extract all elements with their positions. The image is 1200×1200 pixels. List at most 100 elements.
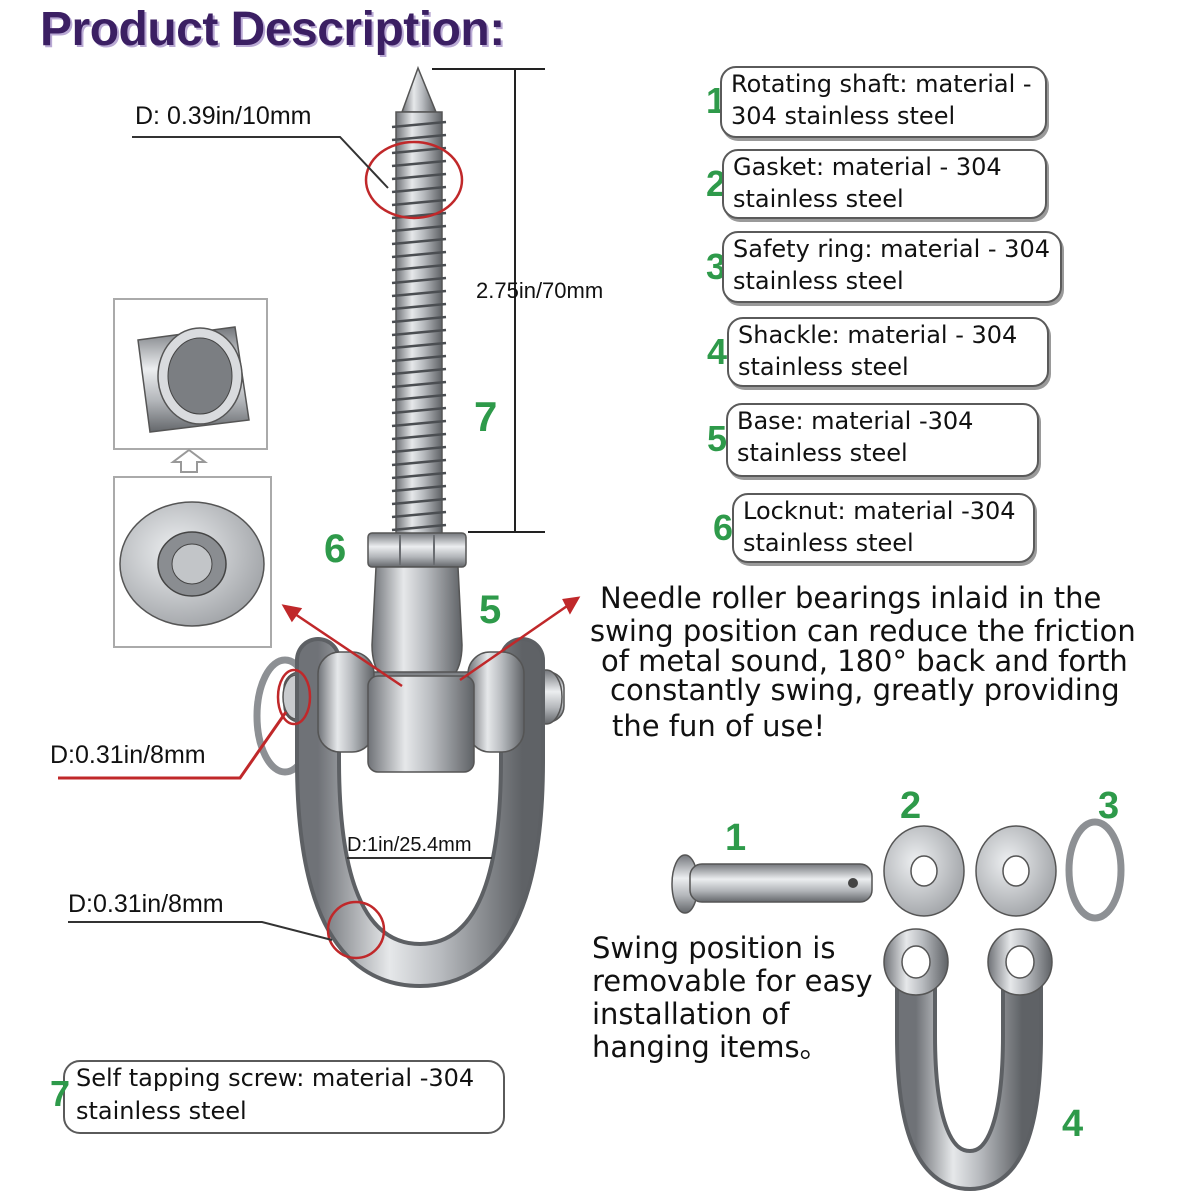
spec-line: Self tapping screw: material -304 — [76, 1064, 475, 1092]
callout-safety-ring: 3 — [1098, 785, 1120, 827]
self-tapping-screw — [391, 65, 447, 538]
spec-box-self-tapping-screw: Self tapping screw: material -304 stainl… — [76, 1062, 474, 1128]
thread-ridge — [391, 497, 447, 506]
spec-line: Shackle: material - 304 — [738, 321, 1018, 349]
screw-diameter-label: D: 0.39in/10mm — [135, 102, 312, 130]
dimension-leader-lines — [68, 136, 492, 941]
callout-pin: 1 — [725, 817, 747, 859]
thread-ridge — [391, 328, 447, 337]
thread-ridge — [391, 289, 447, 298]
spec-line: stainless steel — [733, 185, 904, 213]
spec-line: Rotating shaft: material - — [731, 70, 1032, 98]
spec7-frame — [63, 1060, 505, 1134]
thread-ridge — [391, 393, 447, 402]
callout-screw: 7 — [474, 393, 498, 440]
thread-ridge — [391, 523, 447, 532]
spec-line: Base: material -304 — [737, 407, 974, 435]
swing-text-line: Swing position is — [592, 931, 836, 965]
spec-number-2: 2 — [706, 163, 727, 204]
bearing-description: Needle roller bearings inlaid in the swi… — [590, 582, 1136, 743]
spec-number-7: 7 — [50, 1073, 71, 1114]
thread-ridge — [391, 276, 447, 285]
spec-box-locknut: Locknut: material -304 stainless steel — [732, 493, 1035, 563]
thread-ridge — [391, 185, 447, 194]
bearing-text-line: the fun of use! — [612, 709, 826, 743]
thread-ridge — [391, 198, 447, 207]
callout-shackle: 4 — [1062, 1103, 1084, 1145]
bearing-text-line: constantly swing, greatly providing — [610, 673, 1120, 707]
swing-text-line: hanging items。 — [592, 1030, 829, 1064]
spec-box-safety-ring: Safety ring: material - 304 stainless st… — [722, 231, 1062, 303]
spec-line: stainless steel — [733, 267, 904, 295]
exploded-safety-ring — [1065, 818, 1125, 922]
bearing-inset-bottom — [113, 476, 272, 648]
thread-ridge — [391, 120, 447, 129]
spec-line: Gasket: material - 304 — [733, 153, 1002, 181]
swing-text-line: installation of — [592, 997, 790, 1031]
thread-ridge — [391, 406, 447, 415]
swing-description: Swing position is removable for easy ins… — [592, 932, 873, 1064]
thread-ridge — [391, 445, 447, 454]
spec-number-6: 6 — [713, 507, 734, 548]
spec-number-3: 3 — [706, 246, 727, 287]
thread-ridge — [391, 172, 447, 181]
thread-ridge — [391, 419, 447, 428]
shackle-inner-diameter-label: D:1in/25.4mm — [347, 834, 472, 856]
screw-length-label: 2.75in/70mm — [476, 278, 604, 303]
bearing-housing — [367, 675, 475, 773]
spec-box-gasket: Gasket: material - 304 stainless steel — [722, 149, 1047, 219]
shackle — [295, 637, 545, 989]
spec-box-shackle: Shackle: material - 304 stainless steel — [727, 317, 1049, 387]
callout-locknut: 6 — [324, 527, 347, 571]
shackle-bar-diameter-label: D:0.31in/8mm — [68, 890, 224, 918]
thread-ridge — [391, 224, 447, 233]
thread-ridge — [391, 380, 447, 389]
exploded-gaskets — [883, 825, 1057, 917]
thread-ridge — [391, 471, 447, 480]
thread-ridge — [391, 432, 447, 441]
spec-line: 304 stainless steel — [731, 102, 956, 130]
red-highlight-circles — [276, 140, 464, 960]
thread-ridge — [391, 458, 447, 467]
callout-gasket: 2 — [900, 785, 922, 827]
bearing-text-line: swing position can reduce the friction — [590, 614, 1136, 648]
bearing-arrows — [281, 596, 581, 688]
thread-ridge — [391, 263, 447, 272]
thread-ridge — [391, 341, 447, 350]
spec-line: stainless steel — [737, 439, 908, 467]
thread-ridge — [391, 250, 447, 259]
exploded-pin — [671, 854, 873, 914]
pin-diameter-label: D:0.31in/8mm — [50, 741, 206, 769]
thread-ridge — [391, 133, 447, 142]
spec-number-5: 5 — [707, 418, 728, 459]
swing-text-line: removable for easy — [592, 964, 873, 998]
thread-ridge — [391, 159, 447, 168]
inset-arrow — [170, 448, 208, 473]
spec-line: Locknut: material -304 — [743, 497, 1016, 525]
thread-ridge — [391, 302, 447, 311]
screw-length-dimension-line — [432, 68, 545, 533]
thread-ridge — [391, 237, 447, 246]
exploded-shackle — [883, 928, 1053, 1192]
thread-ridge — [391, 484, 447, 493]
locknut — [367, 532, 467, 568]
pin-diameter-leader — [58, 711, 288, 780]
spec-line: stainless steel — [76, 1097, 247, 1125]
spec-line: stainless steel — [738, 353, 909, 381]
thread-ridge — [391, 354, 447, 363]
callout-base: 5 — [479, 588, 502, 632]
spec-box-rotating-shaft: Rotating shaft: material - 304 stainless… — [720, 66, 1047, 138]
bearing-inset-top — [113, 298, 268, 450]
thread-ridge — [391, 315, 447, 324]
spec-line: stainless steel — [743, 529, 914, 557]
thread-ridge — [391, 510, 447, 519]
bearing-text-line: Needle roller bearings inlaid in the — [600, 581, 1102, 615]
thread-ridge — [391, 367, 447, 376]
bearing-text-line: of metal sound, 180° back and forth — [601, 644, 1128, 678]
spec-box-base: Base: material -304 stainless steel — [726, 403, 1039, 477]
spec-line: Safety ring: material - 304 — [733, 235, 1050, 263]
page-title: Product Description: — [40, 3, 505, 56]
spec-number-4: 4 — [707, 331, 728, 372]
